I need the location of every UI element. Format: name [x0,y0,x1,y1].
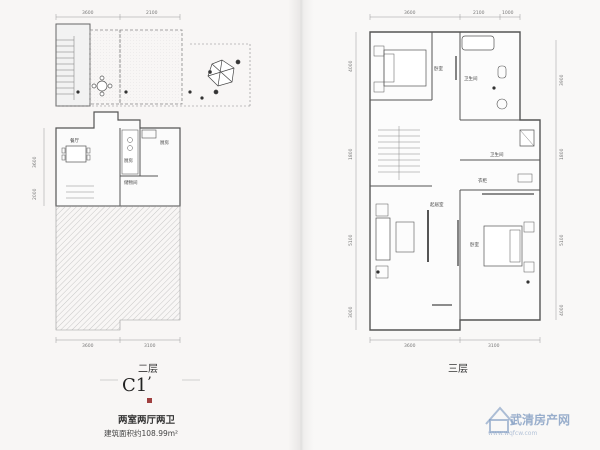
f3-dim-left-3: 5100 [348,234,354,246]
f3-dim-top-3: 1000 [502,10,514,16]
f3-room-bedroom-2: 卧室 [470,241,479,248]
f2-room-kitchen-2: 厨房 [160,139,169,146]
watermark-house-icon [485,406,515,433]
floor3-title: 三层 [448,364,468,375]
f2-dim-top-2: 2100 [146,10,158,16]
f3-room-bathroom-1: 卫生间 [464,75,478,82]
f2-dim-left-1: 3600 [32,156,38,168]
watermark-url: www.wqfcw.com [488,430,538,437]
plan-description: 两室两厅两卫 [118,415,176,426]
f3-dim-right-4: 4000 [559,304,565,316]
page-fold [288,0,314,450]
plan-code-text: C1 [122,375,148,396]
f3-room-wardrobe: 衣柜 [478,177,487,184]
f3-dim-left-1: 4000 [348,60,354,72]
f3-dim-left-2: 1800 [348,148,354,160]
floor3-plan [355,14,557,343]
f3-room-bedroom-1: 卧室 [434,65,443,72]
f3-dim-top-1: 3600 [404,10,416,16]
floor2-plan [43,14,251,343]
f2-room-storage: 储物间 [124,179,138,186]
floor2-stairs [56,36,75,100]
f2-dim-bottom-1: 3600 [82,343,94,349]
f3-dim-right-3: 5100 [559,234,565,246]
red-seal-mark [147,398,152,403]
f2-dim-bottom-2: 3100 [144,343,156,349]
f3-dim-right-2: 1800 [559,148,565,160]
f3-dim-bottom-1: 3600 [404,343,416,349]
f3-dim-right-1: 3900 [559,74,565,86]
floor2-plants [76,90,204,100]
plan-code: C1’ [122,375,152,396]
floor2-umbrella-set [207,59,241,95]
f3-room-bathroom-2: 卫生间 [490,151,504,158]
f2-room-dining: 餐厅 [70,137,79,144]
watermark-text: 武清房产网 [510,413,571,427]
f2-dim-top-1: 3600 [82,10,94,16]
f3-room-living: 起居室 [430,201,444,208]
f3-dim-top-2: 2100 [473,10,485,16]
f3-dim-bottom-2: 3100 [488,343,500,349]
floor2-table-set [91,75,113,97]
f3-dim-left-4: 3000 [348,306,354,318]
plan-area: 建筑面积约108.99m² [104,429,179,438]
f2-dim-left-2: 2000 [32,188,38,200]
floor2-title: 二层 [138,364,158,375]
plan-code-mark: ’ [147,375,152,391]
f2-room-kitchen: 厨房 [124,157,133,164]
